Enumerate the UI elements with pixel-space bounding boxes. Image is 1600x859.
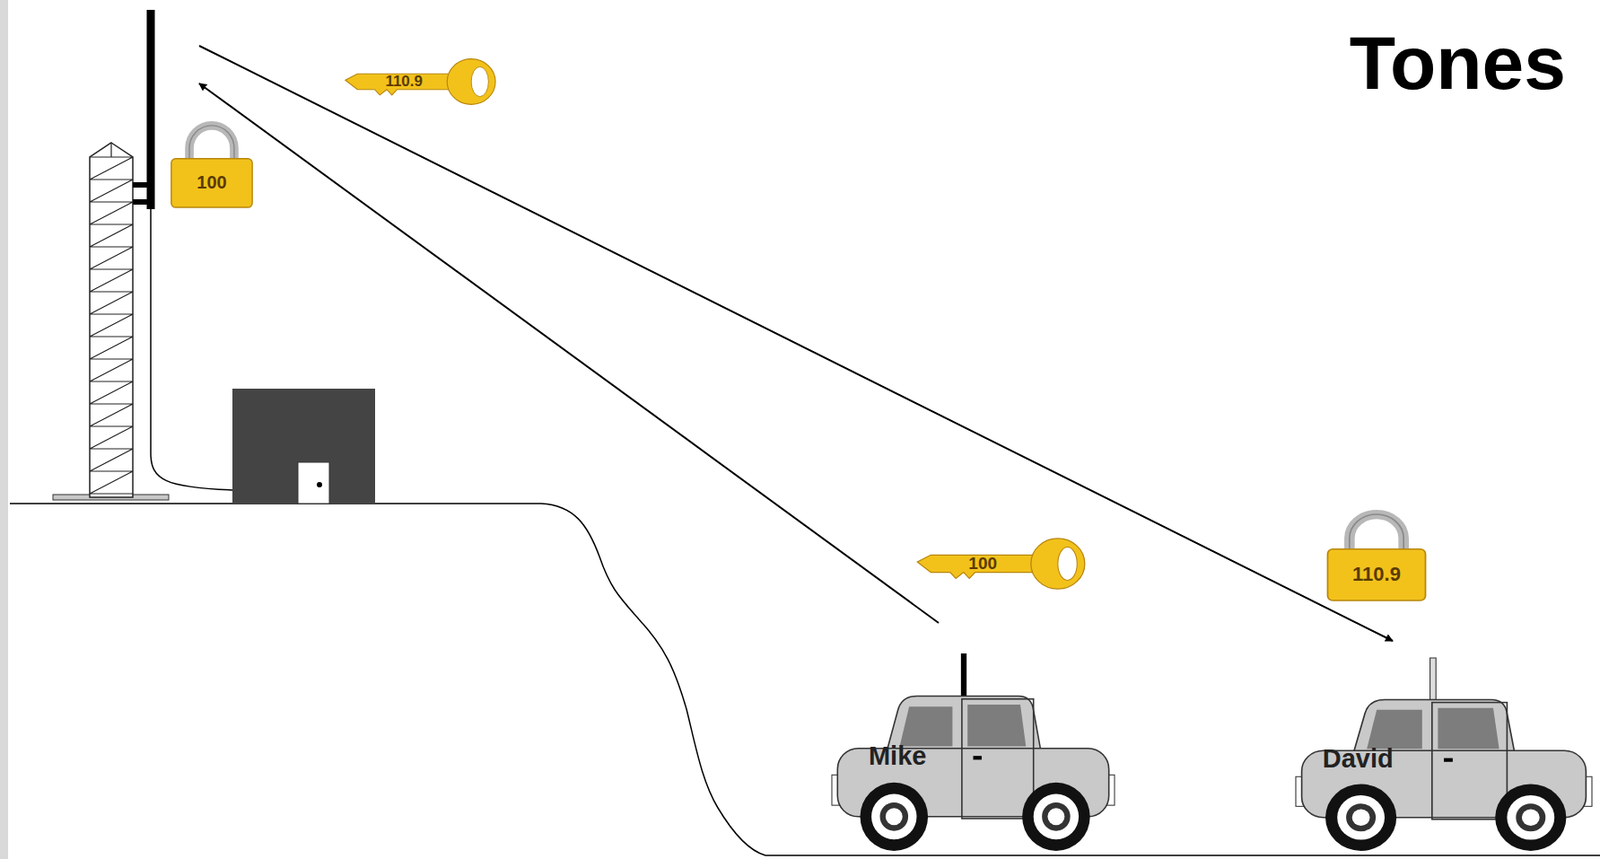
- feed-cable: [150, 209, 233, 490]
- car-node: Mike: [831, 653, 1115, 853]
- car-window: [1437, 708, 1499, 749]
- edge-bar: [0, 0, 9, 859]
- tower-outline: [89, 142, 133, 498]
- tone-frequency: 100: [930, 535, 1035, 594]
- uplink-arrow: [199, 83, 939, 623]
- car-rim: [871, 793, 917, 840]
- lock-body: [1327, 549, 1426, 601]
- key-bow-hole: [471, 66, 489, 97]
- key-bow: [1031, 538, 1085, 589]
- lock-shackle: [1349, 514, 1404, 551]
- car-door: [961, 699, 1034, 819]
- node-shape: [1324, 510, 1429, 603]
- ground-cliff-line: [9, 503, 1600, 856]
- car-node: David: [1295, 657, 1592, 853]
- car-tire: [1022, 782, 1091, 851]
- car-hub: [1047, 807, 1065, 825]
- key-bow: [446, 59, 496, 105]
- tone-lock: 110.9: [1324, 510, 1429, 603]
- antenna-mast: [147, 9, 156, 210]
- car-tire: [1325, 784, 1397, 851]
- downlink-arrow: [199, 45, 1393, 641]
- car-window: [1366, 709, 1423, 749]
- tower-lattice: [89, 142, 133, 494]
- car-tire: [1495, 784, 1566, 851]
- mast-bracket: [132, 182, 151, 188]
- car-hub-ring: [1041, 802, 1071, 831]
- car-antenna: [961, 653, 967, 700]
- tone-frequency: 110.9: [1327, 549, 1426, 601]
- car-rim: [1033, 793, 1079, 840]
- car-hub-ring: [1346, 803, 1376, 831]
- tone-frequency: 110.9: [357, 56, 451, 109]
- car-hub-ring: [1515, 803, 1546, 831]
- door-knob: [316, 481, 323, 488]
- car-hub: [1352, 808, 1371, 826]
- car-antenna: [1430, 657, 1437, 701]
- mast-bracket: [132, 199, 151, 205]
- diagram-title: Tones: [1349, 19, 1566, 107]
- equipment-building: [232, 388, 376, 504]
- tone-key: 100: [913, 535, 1087, 592]
- car-hub: [885, 807, 903, 825]
- building-door: [297, 462, 330, 504]
- car-window: [967, 704, 1026, 747]
- node-shape: [913, 535, 1087, 592]
- door-handle: [973, 755, 982, 760]
- tone-key: 110.9: [341, 56, 498, 107]
- lock-shackle: [189, 125, 235, 161]
- car-tire: [860, 782, 929, 851]
- car-rim: [1337, 795, 1385, 840]
- node-shape: [168, 122, 255, 210]
- driver-name: David: [1322, 743, 1394, 774]
- tone-lock: 100: [168, 122, 255, 210]
- lock-shackle-edge: [1349, 514, 1404, 551]
- lock-shackle-edge: [189, 125, 235, 161]
- car-door: [1432, 702, 1508, 820]
- car-hub-ring: [880, 802, 910, 831]
- lock-body: [171, 158, 253, 208]
- key-bow-hole: [1057, 547, 1077, 581]
- car-hub: [1521, 808, 1540, 826]
- driver-name: Mike: [868, 741, 927, 772]
- door-handle: [1443, 758, 1453, 762]
- tone-frequency: 100: [171, 158, 253, 208]
- car-window: [900, 706, 954, 746]
- car-rim: [1506, 795, 1555, 840]
